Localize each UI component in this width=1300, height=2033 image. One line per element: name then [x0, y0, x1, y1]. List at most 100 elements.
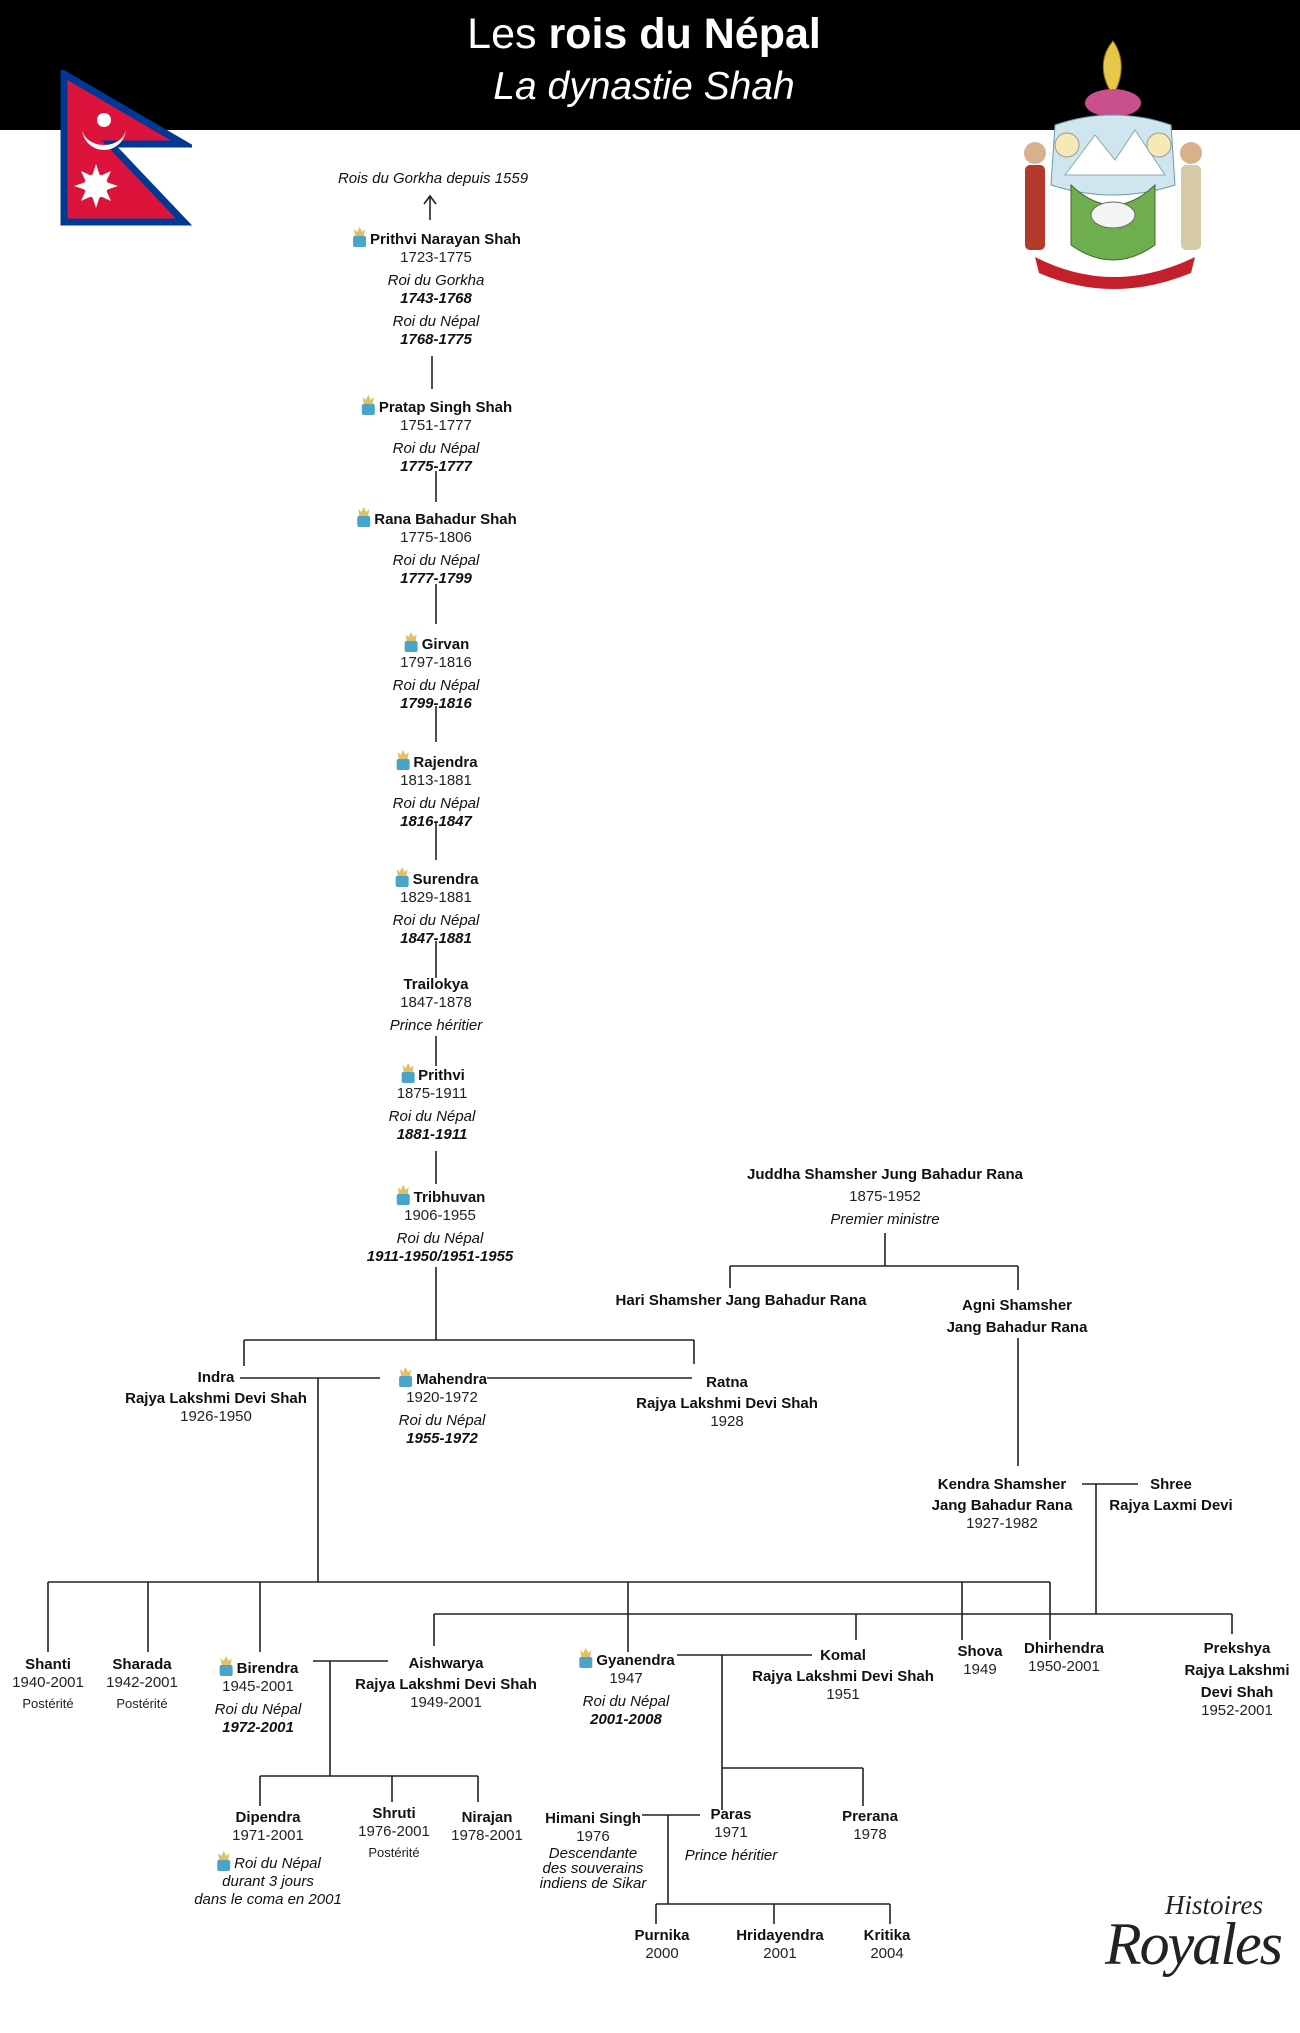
- person-dates: 2000: [645, 1945, 679, 1962]
- person-prerana: Prerana 1978: [842, 1808, 898, 1844]
- person-dates: 2001: [763, 1945, 797, 1962]
- crown-icon: [361, 395, 375, 415]
- person-nirajan: Nirajan 1978-2001: [451, 1809, 523, 1845]
- crown-icon: [579, 1648, 593, 1668]
- person-name-line3: Devi Shah: [1200, 1684, 1274, 1701]
- person-name: Purnika: [634, 1927, 690, 1944]
- person-role: Prince héritier: [389, 1017, 483, 1034]
- person-himani: Himani Singh 1976 Descendante des souver…: [540, 1810, 647, 1891]
- person-role: Roi du Népal: [396, 1230, 484, 1247]
- reign-years: 1777-1799: [400, 570, 472, 587]
- person-name: Surendra: [412, 871, 479, 888]
- person-ratna: Ratna Rajya Lakshmi Devi Shah 1928: [636, 1374, 818, 1431]
- person-dates: 1978-2001: [451, 1827, 523, 1844]
- person-dates: 1723-1775: [400, 249, 472, 266]
- person-name-line2: Rajya Laxmi Devi: [1109, 1497, 1233, 1514]
- person-role: Roi du Népal: [392, 912, 480, 929]
- person-shanti: Shanti 1940-2001 Postérité: [12, 1656, 84, 1713]
- person-role: Roi du Népal: [392, 552, 480, 569]
- person-name: Prerana: [842, 1808, 898, 1825]
- person-komal: Komal Rajya Lakshmi Devi Shah 1951: [752, 1647, 934, 1704]
- person-name: Agni Shamsher: [961, 1297, 1073, 1314]
- person-dates: 1875-1952: [849, 1188, 921, 1205]
- person-dates: 1949: [963, 1661, 997, 1678]
- person-name-line2: Jang Bahadur Rana: [946, 1319, 1088, 1336]
- person-shova: Shova 1949: [957, 1643, 1002, 1679]
- reign-years: 1775-1777: [400, 458, 472, 475]
- coat-of-arms-icon: [1024, 40, 1202, 289]
- person-name-line2: Rajya Lakshmi Devi Shah: [752, 1668, 934, 1685]
- person-dates: 1978: [853, 1826, 887, 1843]
- histoires-royales-logo: Histoires Royales: [1095, 1890, 1285, 1980]
- person-surendra: Surendra 1829-1881 Roi du Népal 1847-188…: [392, 866, 480, 948]
- person-name-line2: Rajya Lakshmi Devi Shah: [636, 1395, 818, 1412]
- nepal-flag-icon: [60, 70, 192, 226]
- person-role: Roi du Népal: [392, 677, 480, 694]
- person-role: Roi du Népal: [388, 1108, 476, 1125]
- crown-icon: [353, 227, 367, 247]
- logo-script-text: Royales: [1105, 1911, 1283, 1977]
- reign-years: 1743-1768: [400, 290, 472, 307]
- crown-icon: [217, 1851, 231, 1871]
- person-gyanendra: Gyanendra 1947 Roi du Népal 2001-2008: [577, 1647, 675, 1729]
- person-dates: 1940-2001: [12, 1674, 84, 1691]
- person-dates: 1906-1955: [404, 1207, 476, 1224]
- person-role: Roi du Népal: [392, 795, 480, 812]
- person-dates: 1813-1881: [400, 772, 472, 789]
- person-shree: Shree Rajya Laxmi Devi: [1109, 1476, 1232, 1515]
- person-role: Roi du Népal: [392, 313, 480, 330]
- reign-years: 1816-1847: [400, 813, 472, 830]
- person-juddha: Juddha Shamsher Jung Bahadur Rana 1875-1…: [747, 1166, 1023, 1229]
- person-role: Roi du Népal: [234, 1855, 321, 1872]
- person-name: Aishwarya: [408, 1655, 484, 1672]
- person-indra: Indra Rajya Lakshmi Devi Shah 1926-1950: [125, 1369, 307, 1426]
- person-dates: 1829-1881: [400, 889, 472, 906]
- person-name: Himani Singh: [545, 1810, 641, 1827]
- person-prekshya: Prekshya Rajya Lakshmi Devi Shah 1952-20…: [1184, 1640, 1289, 1720]
- person-note: Postérité: [22, 1696, 74, 1711]
- person-dates: 2004: [870, 1945, 904, 1962]
- person-name: Shanti: [25, 1656, 71, 1673]
- person-dates: 1950-2001: [1028, 1658, 1100, 1675]
- person-shruti: Shruti 1976-2001 Postérité: [358, 1805, 430, 1862]
- crown-icon: [396, 1185, 410, 1205]
- person-dates: 1751-1777: [400, 417, 472, 434]
- crown-icon: [399, 1367, 413, 1387]
- person-dates: 1971-2001: [232, 1827, 304, 1844]
- person-name: Hridayendra: [736, 1927, 824, 1944]
- person-name: Juddha Shamsher Jung Bahadur Rana: [747, 1166, 1023, 1183]
- crown-icon: [357, 507, 371, 527]
- person-aishwarya: Aishwarya Rajya Lakshmi Devi Shah 1949-2…: [355, 1655, 537, 1712]
- person-name: Tribhuvan: [413, 1189, 486, 1206]
- person-role: Premier ministre: [830, 1211, 940, 1228]
- person-name: Dhirhendra: [1023, 1640, 1105, 1657]
- person-name: Pratap Singh Shah: [378, 399, 513, 416]
- person-role-line2: durant 3 jours: [222, 1873, 314, 1890]
- person-name: Nirajan: [461, 1809, 513, 1826]
- person-name-line2: Jang Bahadur Rana: [931, 1497, 1073, 1514]
- person-name: Hari Shamsher Jang Bahadur Rana: [615, 1292, 867, 1309]
- person-kritika: Kritika 2004: [864, 1927, 911, 1963]
- person-role: Roi du Gorkha: [387, 272, 485, 289]
- crown-icon: [219, 1656, 233, 1676]
- person-kendra: Kendra Shamsher Jang Bahadur Rana 1927-1…: [932, 1476, 1073, 1533]
- person-pratap-singh-shah: Pratap Singh Shah 1751-1777 Roi du Népal…: [360, 394, 512, 476]
- person-name: Rana Bahadur Shah: [374, 511, 517, 528]
- person-dates: 1942-2001: [106, 1674, 178, 1691]
- reign-years: 1955-1972: [406, 1430, 478, 1447]
- person-role: Prince héritier: [684, 1847, 778, 1864]
- person-role: Roi du Népal: [392, 440, 480, 457]
- person-role: Roi du Népal: [214, 1701, 302, 1718]
- person-name-line2: Rajya Lakshmi Devi Shah: [125, 1390, 307, 1407]
- person-prithvi-narayan-shah: Prithvi Narayan Shah 1723-1775 Roi du Go…: [351, 226, 521, 349]
- reign-years: 1847-1881: [400, 930, 472, 947]
- person-name: Ratna: [706, 1374, 748, 1391]
- person-dates: 1976: [576, 1828, 610, 1845]
- reign-years: 1911-1950/1951-1955: [366, 1248, 514, 1265]
- person-mahendra: Mahendra 1920-1972 Roi du Népal 1955-197…: [397, 1366, 487, 1448]
- person-agni: Agni Shamsher Jang Bahadur Rana: [947, 1297, 1088, 1337]
- person-name: Mahendra: [416, 1371, 487, 1388]
- person-role-line3: dans le coma en 2001: [194, 1891, 342, 1908]
- person-dates: 1976-2001: [358, 1823, 430, 1840]
